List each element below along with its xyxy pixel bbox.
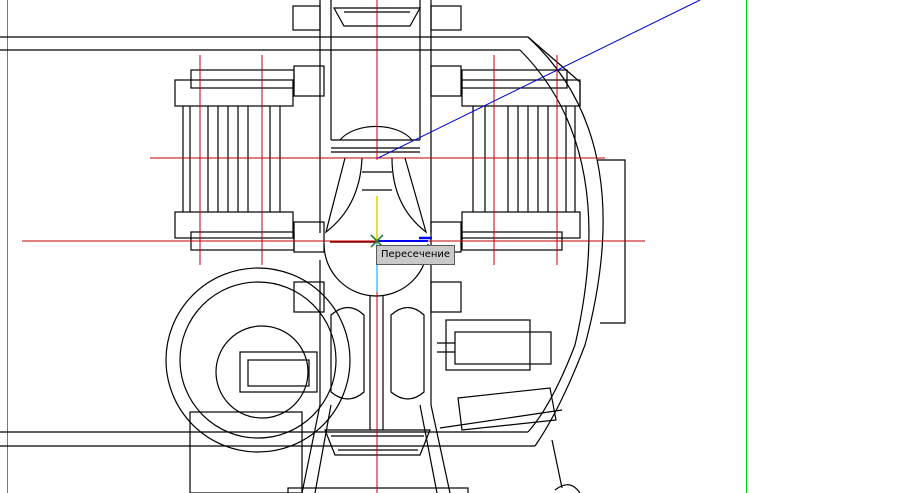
section-line [377, 0, 701, 159]
snap-tooltip: Пересечение [376, 245, 456, 265]
mechanical-drawing [0, 0, 626, 493]
viewport-borders [7, 0, 747, 493]
center-lines [22, 0, 645, 493]
